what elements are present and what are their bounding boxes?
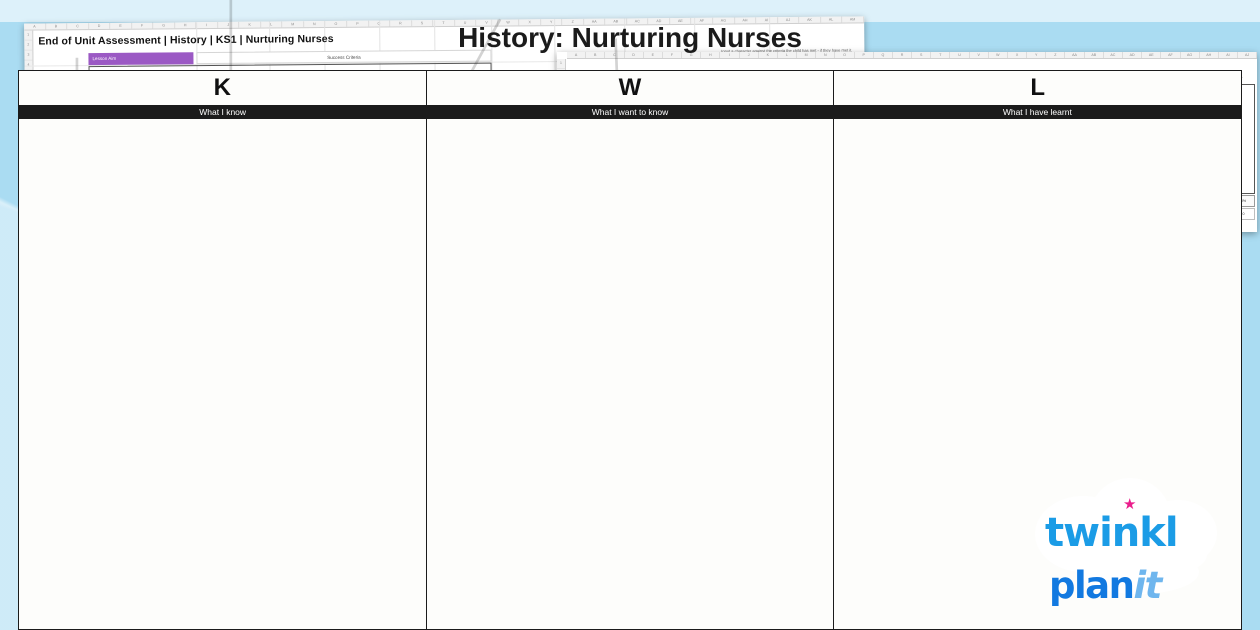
kwl-letter-k: K (19, 71, 427, 105)
star-icon: ★ (1123, 496, 1137, 513)
kwl-writing-area[interactable] (19, 119, 1241, 629)
kwl-title: History: Nurturing Nurses (458, 22, 802, 53)
kwl-letter-l: L (1030, 74, 1046, 101)
kwl-caption-w: What I want to know (591, 107, 669, 117)
kwl-letter-row: K W L (19, 71, 1241, 105)
kwl-column-w[interactable] (427, 119, 835, 629)
planit-wordmark: planit (1049, 564, 1162, 607)
kwl-caption-row: What I know What I want to know What I h… (19, 105, 1241, 119)
kwl-caption-k: What I know (199, 107, 247, 117)
cloud-shape (1079, 550, 1199, 594)
kwl-letter-w: W (427, 71, 835, 105)
kwl-column-k[interactable] (19, 119, 427, 629)
twinkl-wordmark: twinkl (1045, 510, 1179, 556)
kwl-caption-l: What I have learnt (1002, 107, 1072, 117)
twinkl-planit-logo: twinkl ★ planit (1027, 468, 1232, 608)
